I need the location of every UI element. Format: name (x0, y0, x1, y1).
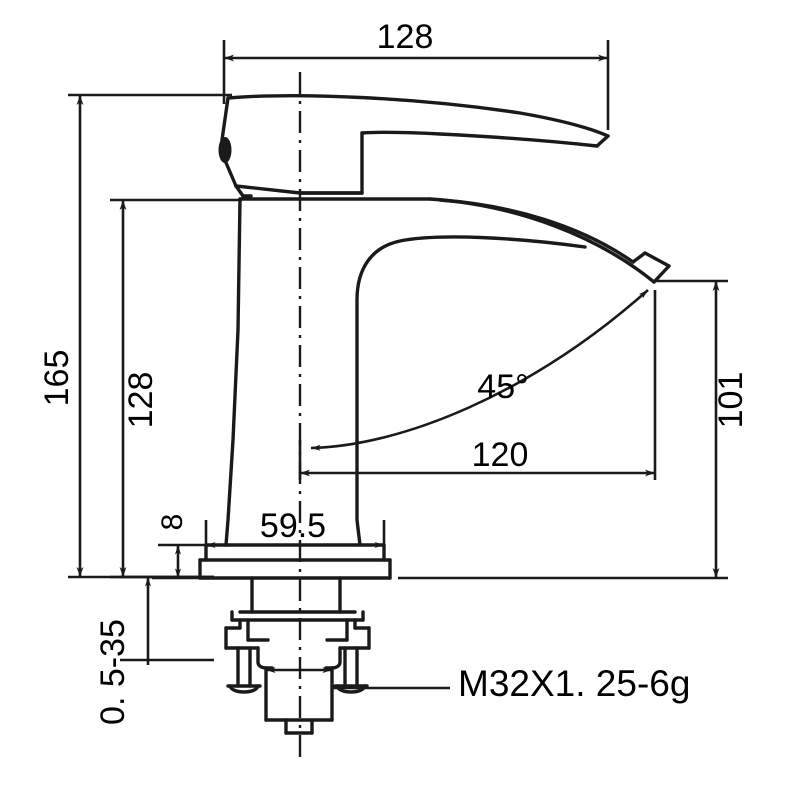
faucet-body-geometry (198, 72, 671, 760)
dimension-handle-width (222, 40, 610, 130)
label-spout-reach: 120 (472, 436, 529, 474)
handle-lever (218, 94, 610, 195)
label-base-width: 59.5 (260, 507, 326, 545)
label-body-height: 128 (122, 372, 160, 429)
dimension-clamp-range (120, 575, 214, 665)
dimension-overall-height (68, 93, 232, 579)
cartridge-collar (234, 184, 253, 198)
leader-thread-spec (266, 667, 450, 690)
dimension-annotations (68, 40, 728, 690)
dimension-spout-height (398, 279, 728, 580)
dimension-spout-reach (298, 290, 657, 480)
spout-inner-curve (355, 235, 587, 443)
base-escutcheon-plate (198, 543, 392, 580)
mounting-bracket (224, 610, 371, 670)
label-clamp-range: 0. 5-35 (94, 619, 132, 725)
label-handle-width: 128 (377, 18, 434, 56)
label-spout-angle: 45° (477, 368, 528, 406)
label-spout-height: 101 (712, 372, 750, 429)
dimension-base-width (204, 520, 386, 548)
handle-hub (298, 131, 364, 195)
body-left-wall (224, 197, 242, 547)
faucet-body-outline (238, 197, 671, 284)
threaded-shank (250, 576, 342, 614)
body-right-wall (355, 439, 362, 547)
leader-angle-45 (310, 289, 649, 451)
dimension-plate-thickness (152, 543, 206, 580)
tailpiece-body (264, 666, 334, 735)
mounting-bolt-left (226, 646, 262, 694)
label-overall-height: 165 (38, 350, 76, 407)
label-thread-spec: M32X1. 25-6g (458, 663, 690, 704)
dimension-text-group: 128 165 128 8 59.5 45° 120 101 0. 5-35 M… (38, 18, 750, 725)
label-plate-thickness: 8 (156, 514, 189, 531)
